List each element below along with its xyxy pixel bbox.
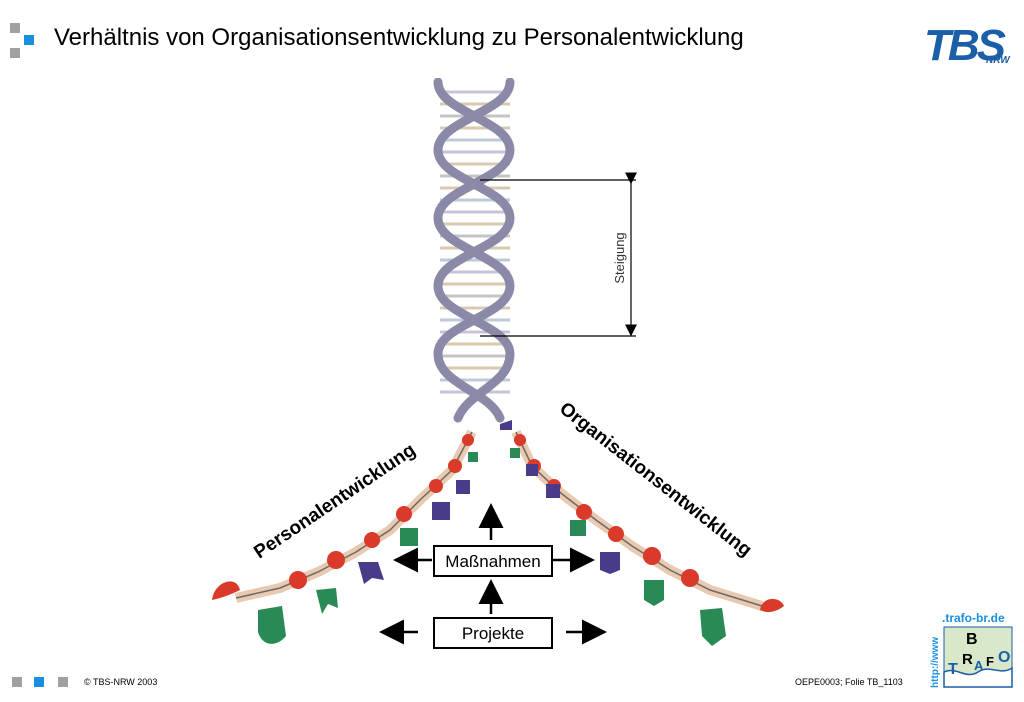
right-strand <box>500 420 784 646</box>
pitch-measure <box>480 172 637 337</box>
trafo-letter-o: O <box>998 649 1010 666</box>
left-strand-label: Personalentwicklung <box>250 440 419 564</box>
pitch-label: Steigung <box>612 232 627 283</box>
footer-square <box>12 677 22 687</box>
left-strand <box>212 429 478 644</box>
trafo-letter-a: A <box>974 658 984 673</box>
trafo-letter-b: B <box>966 631 978 648</box>
footer-square <box>58 677 68 687</box>
right-strand-label: Organisationsentwicklung <box>555 398 755 561</box>
trafo-letter-f: F <box>986 654 994 669</box>
center-box-label: Maßnahmen <box>445 552 540 571</box>
header-square <box>10 23 20 33</box>
tbs-logo: TBS NRW <box>924 21 1011 68</box>
arrows <box>379 503 607 645</box>
dna-diagram: Steigung Personalentwicklung <box>212 78 784 649</box>
page-title: Verhältnis von Organisationsentwicklung … <box>54 24 744 51</box>
helix-backbone <box>433 78 515 423</box>
footer-square <box>34 677 44 687</box>
header-square <box>10 48 20 58</box>
trafo-letter-r: R <box>962 651 973 668</box>
logo-text: TBS <box>924 21 1006 68</box>
center-box <box>433 545 553 577</box>
bottom-box <box>433 617 553 649</box>
trafo-logo: http://www .trafo-br.de B T R A F O <box>930 611 1013 688</box>
logo-subtext: NRW <box>986 55 1011 66</box>
header-square <box>24 35 34 45</box>
trafo-domain: .trafo-br.de <box>942 611 1005 625</box>
footer-copyright: © TBS-NRW 2003 <box>84 677 158 687</box>
trafo-url-prefix: http://www <box>930 637 941 688</box>
bottom-box-label: Projekte <box>462 624 524 643</box>
footer-slide-ref: OEPE0003; Folie TB_1103 <box>795 677 903 687</box>
trafo-letter-t: T <box>948 661 958 678</box>
